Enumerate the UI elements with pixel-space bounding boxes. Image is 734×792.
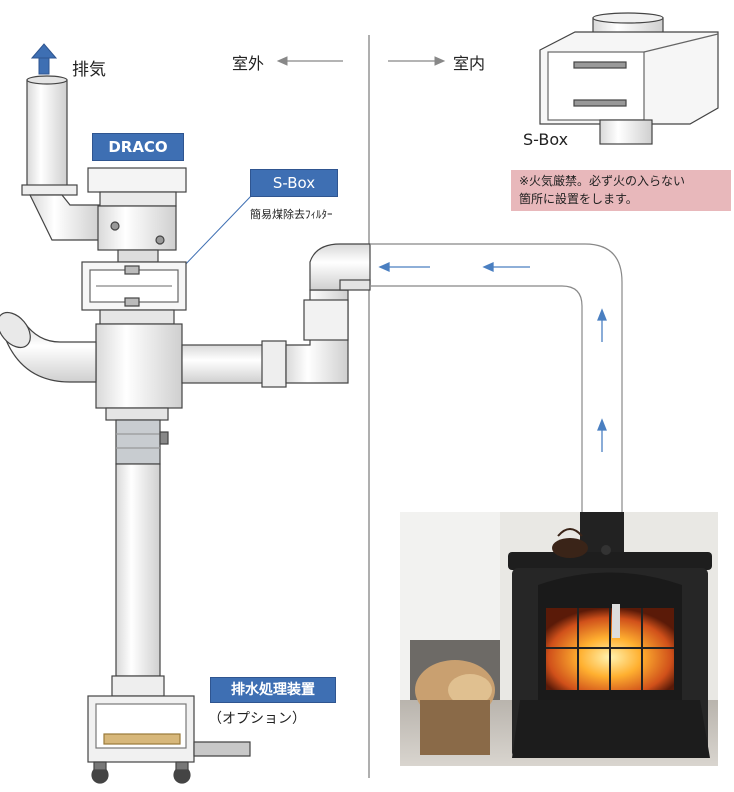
draco-unit: [87, 167, 187, 263]
warning-line-2: 箇所に設置をします。: [519, 192, 638, 206]
draco-tag: DRACO: [92, 133, 184, 161]
exhaust-stack: [21, 75, 101, 241]
drain-device-tag: 排水処理装置: [210, 677, 336, 703]
drain-pipe: [111, 419, 169, 697]
sbox-main: [81, 261, 187, 325]
drain-device: [87, 695, 251, 784]
warning-box: ※火気厳禁。必ず火の入らない 箇所に設置をします。: [511, 170, 731, 211]
sbox-detail: [539, 12, 719, 145]
indoor-arrow: [388, 56, 446, 66]
t-junction: [95, 323, 183, 421]
sbox-side-label: S-Box: [523, 130, 569, 149]
sbox-callout-line: [181, 194, 253, 269]
exhaust-arrow-icon: [30, 43, 58, 75]
indoor-label: 室内: [453, 54, 486, 73]
sbox-description: 簡易煤除去ﾌｨﾙﾀｰ: [250, 208, 333, 221]
outdoor-arrow: [276, 56, 343, 66]
drain-option-label: （オプション）: [208, 711, 306, 727]
outdoor-label: 室外: [232, 54, 265, 73]
indoor-flue-outline: [370, 243, 623, 512]
left-elbow: [0, 311, 97, 383]
sbox-tag: S-Box: [250, 169, 338, 197]
horizontal-pipe: [181, 243, 371, 388]
exhaust-label: 排気: [72, 60, 106, 80]
stove-photo: [400, 512, 718, 766]
warning-line-1: ※火気厳禁。必ず火の入らない: [519, 174, 686, 188]
flow-arrows: [378, 261, 607, 452]
